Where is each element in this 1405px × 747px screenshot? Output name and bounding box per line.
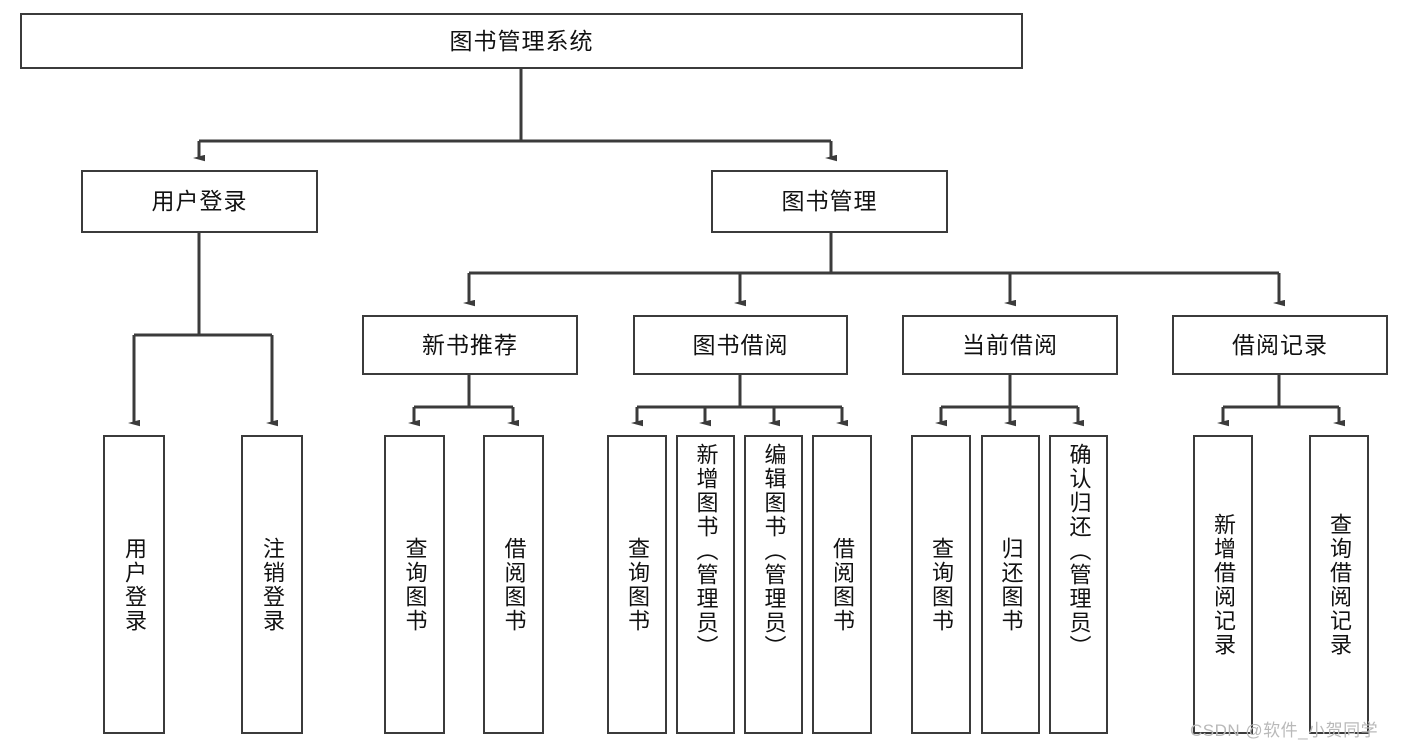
leaf-edit-book-admin-label: 编辑图书（管理员） (761, 443, 787, 659)
leaf-return-book-label: 归还图书 (998, 536, 1024, 633)
node-borrow-record-label: 借阅记录 (1232, 331, 1328, 358)
leaf-confirm-return-admin-label: 确认归还（管理员） (1066, 443, 1092, 659)
leaf-borrow-book[interactable]: 借阅图书 (812, 435, 872, 734)
node-new-book-recommend[interactable]: 新书推荐 (362, 315, 578, 375)
leaf-query-borrow-record-label: 查询借阅记录 (1326, 512, 1352, 657)
leaf-add-borrow-record-label: 新增借阅记录 (1210, 512, 1236, 657)
node-user-login[interactable]: 用户登录 (81, 170, 318, 233)
leaf-recommend-query-book-label: 查询图书 (402, 536, 428, 633)
node-book-manage-label: 图书管理 (781, 188, 878, 215)
leaf-borrow-book-label: 借阅图书 (829, 536, 855, 633)
leaf-logout-login-label: 注销登录 (259, 536, 285, 633)
leaf-borrow-query-book-label: 查询图书 (624, 536, 650, 633)
leaf-add-book-admin[interactable]: 新增图书（管理员） (676, 435, 735, 734)
leaf-borrow-query-book[interactable]: 查询图书 (607, 435, 667, 734)
leaf-recommend-query-book[interactable]: 查询图书 (384, 435, 445, 734)
leaf-confirm-return-admin[interactable]: 确认归还（管理员） (1049, 435, 1108, 734)
node-book-borrow[interactable]: 图书借阅 (633, 315, 848, 375)
leaf-logout-login[interactable]: 注销登录 (241, 435, 303, 734)
leaf-user-login[interactable]: 用户登录 (103, 435, 165, 734)
node-root[interactable]: 图书管理系统 (20, 13, 1023, 69)
leaf-recommend-borrow-book[interactable]: 借阅图书 (483, 435, 544, 734)
node-book-borrow-label: 图书借阅 (692, 331, 789, 358)
leaf-add-borrow-record[interactable]: 新增借阅记录 (1193, 435, 1253, 734)
node-borrow-record[interactable]: 借阅记录 (1172, 315, 1388, 375)
leaf-current-query-book-label: 查询图书 (928, 536, 954, 633)
node-new-book-recommend-label: 新书推荐 (422, 331, 518, 358)
leaf-edit-book-admin[interactable]: 编辑图书（管理员） (744, 435, 803, 734)
node-current-borrow-label: 当前借阅 (962, 331, 1058, 358)
leaf-query-borrow-record[interactable]: 查询借阅记录 (1309, 435, 1369, 734)
node-current-borrow[interactable]: 当前借阅 (902, 315, 1118, 375)
node-root-label: 图书管理系统 (449, 27, 594, 54)
leaf-return-book[interactable]: 归还图书 (981, 435, 1040, 734)
leaf-recommend-borrow-book-label: 借阅图书 (501, 536, 527, 633)
node-user-login-label: 用户登录 (151, 188, 248, 215)
leaf-user-login-label: 用户登录 (121, 536, 147, 633)
leaf-current-query-book[interactable]: 查询图书 (911, 435, 971, 734)
node-book-manage[interactable]: 图书管理 (711, 170, 948, 233)
leaf-add-book-admin-label: 新增图书（管理员） (693, 443, 719, 659)
